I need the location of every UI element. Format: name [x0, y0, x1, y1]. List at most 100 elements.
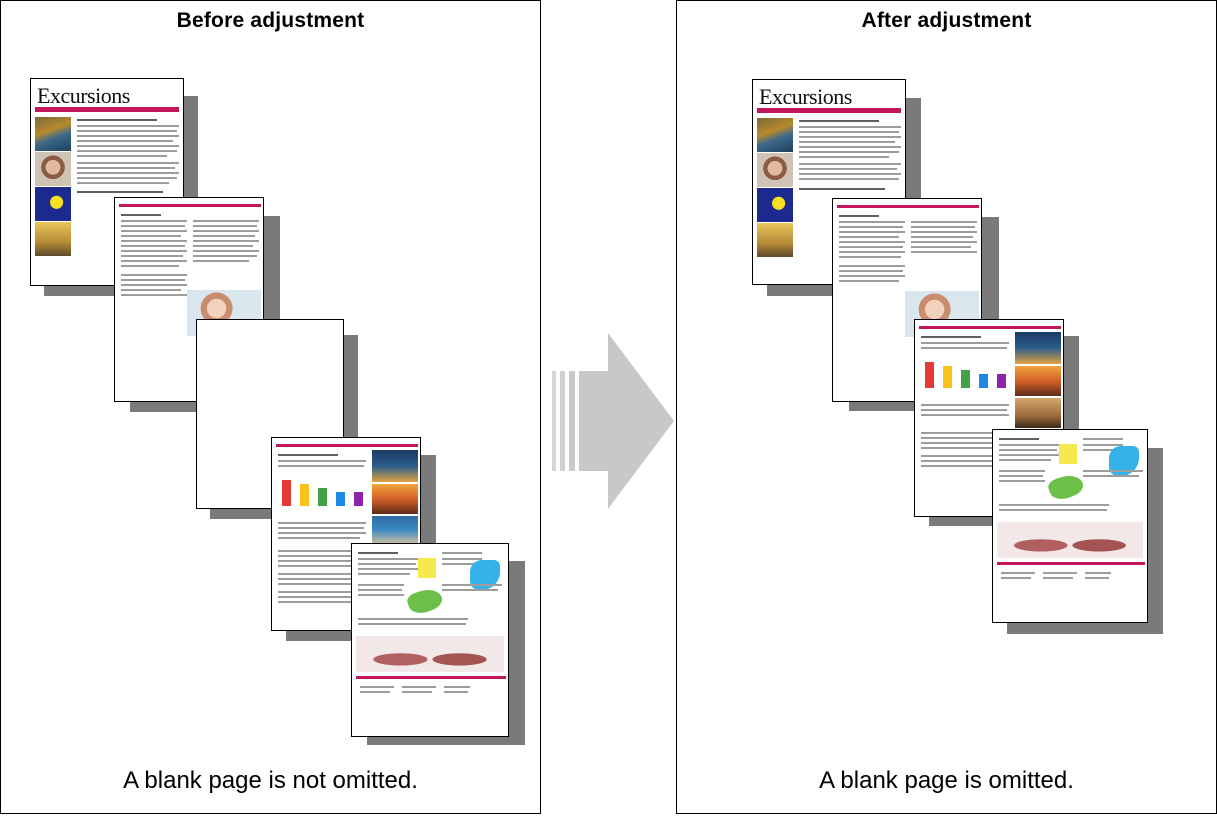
text-line	[442, 589, 498, 591]
text-line	[999, 480, 1045, 482]
photo-diver	[35, 187, 71, 221]
text-line	[799, 156, 889, 158]
text-line	[911, 246, 971, 248]
text-line	[999, 444, 1059, 446]
photo-portrait	[35, 152, 71, 186]
text-line	[121, 260, 187, 262]
text-line	[121, 265, 179, 267]
text-line	[911, 241, 977, 243]
text-line	[444, 691, 468, 693]
text-line	[358, 618, 468, 620]
text-line	[799, 120, 879, 122]
text-line	[921, 347, 1007, 349]
text-line	[799, 178, 899, 180]
text-line	[360, 686, 394, 688]
text-line	[77, 155, 167, 157]
map-florida	[470, 560, 500, 590]
text-line	[839, 231, 905, 233]
text-line	[278, 527, 364, 529]
text-line	[77, 150, 177, 152]
text-line	[358, 594, 404, 596]
after-title: After adjustment	[861, 9, 1032, 32]
text-line	[999, 438, 1039, 440]
photo-group	[757, 223, 793, 257]
text-line	[121, 235, 181, 237]
header-bar	[276, 444, 418, 447]
chart-bar	[354, 492, 363, 506]
text-line	[77, 191, 163, 193]
chart-bar	[282, 480, 291, 506]
text-line	[77, 177, 177, 179]
text-line	[121, 220, 187, 222]
text-line	[799, 131, 899, 133]
chart-bar	[300, 484, 309, 506]
text-line	[278, 565, 412, 567]
text-line	[121, 230, 187, 232]
text-line	[921, 342, 1009, 344]
footer-bar	[997, 562, 1145, 565]
photo-rafting	[757, 118, 793, 152]
text-line	[839, 275, 905, 277]
photo-group	[35, 222, 71, 256]
text-line	[121, 255, 183, 257]
chart-bar	[997, 374, 1006, 388]
photo-pier	[372, 450, 418, 482]
text-line	[360, 691, 390, 693]
text-line	[442, 558, 482, 560]
after-caption: A blank page is omitted.	[819, 767, 1074, 794]
text-line	[358, 563, 416, 565]
bar-chart	[923, 360, 1011, 394]
text-line	[193, 250, 259, 252]
footer-bar	[356, 676, 506, 679]
map-green	[405, 584, 445, 618]
newsletter-page-4	[351, 543, 509, 737]
text-line	[839, 280, 899, 282]
photo-luggage	[356, 636, 504, 672]
text-line	[278, 555, 416, 557]
text-line	[1083, 470, 1143, 472]
text-line	[921, 447, 1055, 449]
text-line	[799, 141, 895, 143]
text-line	[921, 409, 1007, 411]
text-line	[799, 151, 899, 153]
text-line	[77, 135, 179, 137]
text-line	[77, 125, 179, 127]
text-line	[911, 231, 977, 233]
text-line	[442, 563, 480, 565]
text-line	[278, 537, 360, 539]
text-line	[921, 437, 1059, 439]
text-line	[799, 136, 901, 138]
text-line	[911, 226, 975, 228]
text-line	[193, 260, 249, 262]
text-line	[121, 294, 187, 296]
text-line	[193, 220, 259, 222]
text-line	[1083, 475, 1139, 477]
photo-sunset	[372, 484, 418, 514]
text-line	[121, 250, 187, 252]
photo-sunset	[1015, 366, 1061, 396]
photo-pier	[1015, 332, 1061, 364]
text-line	[193, 235, 255, 237]
text-line	[278, 550, 418, 552]
text-line	[77, 130, 177, 132]
text-line	[839, 215, 879, 217]
text-line	[358, 623, 466, 625]
text-line	[193, 255, 257, 257]
text-line	[121, 245, 185, 247]
text-line	[921, 455, 1061, 457]
text-line	[799, 163, 901, 165]
text-line	[1043, 572, 1077, 574]
text-line	[839, 265, 905, 267]
bar-chart	[280, 478, 368, 512]
text-line	[77, 119, 157, 121]
after-panel: After adjustment Excursions	[676, 0, 1217, 814]
yellow-note	[1059, 444, 1077, 464]
text-line	[911, 251, 977, 253]
right-arrow-icon	[552, 333, 674, 509]
text-line	[999, 509, 1107, 511]
text-line	[278, 583, 404, 585]
text-line	[77, 172, 179, 174]
text-line	[278, 596, 366, 598]
newsletter-page-3	[914, 319, 1064, 517]
text-line	[121, 274, 187, 276]
